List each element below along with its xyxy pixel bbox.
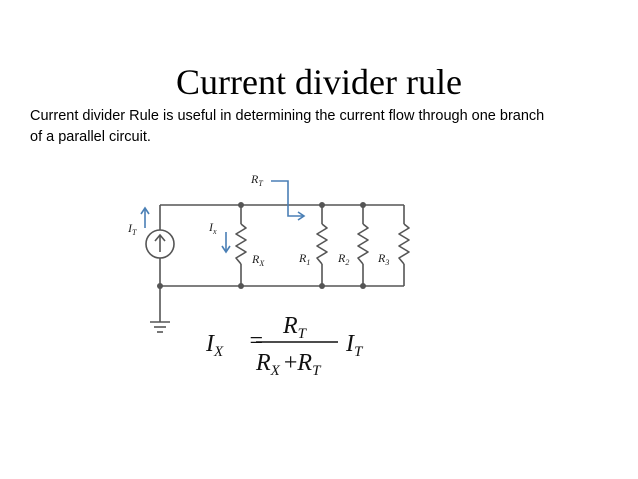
it-arrow-up-icon (140, 206, 150, 228)
ix-arrow-down-icon (221, 232, 231, 254)
junction-dot (238, 202, 244, 208)
description-line-1: Current divider Rule is useful in determ… (30, 108, 545, 124)
label-r2: R2 (337, 251, 349, 267)
resistor-r2-icon (357, 223, 369, 265)
label-it: IT (127, 221, 137, 237)
formula-numerator: RT (282, 313, 308, 342)
label-r1: R1 (298, 251, 310, 267)
formula-rhs: IT (345, 331, 364, 360)
formula-lhs: IX (205, 331, 224, 360)
label-rt: RT (250, 172, 263, 188)
formula-denominator: RX+RT (255, 350, 322, 379)
junction-dot (360, 283, 366, 289)
label-r3: R3 (377, 251, 389, 267)
resistor-rx-icon (235, 223, 247, 265)
circuit-wires (159, 204, 405, 322)
junction-dot (319, 202, 325, 208)
slide-description: Current divider Rule is useful in determ… (30, 106, 610, 148)
junction-dot (157, 283, 163, 289)
current-source-icon (145, 229, 175, 259)
junction-dot (360, 202, 366, 208)
current-divider-formula: IX = RT RX+RT IT (205, 313, 364, 379)
rt-arrow-icon (271, 180, 306, 221)
resistor-r3-icon (398, 223, 410, 265)
junction-dot (319, 283, 325, 289)
resistor-r1-icon (316, 223, 328, 265)
junction-dot (238, 283, 244, 289)
label-rx: RX (251, 252, 265, 268)
ground-icon (150, 321, 170, 333)
formula-equals: = (248, 328, 264, 354)
slide-title: Current divider rule (176, 62, 462, 102)
label-ix: Ix (208, 220, 217, 236)
description-line-2: of a parallel circuit. (30, 129, 151, 145)
